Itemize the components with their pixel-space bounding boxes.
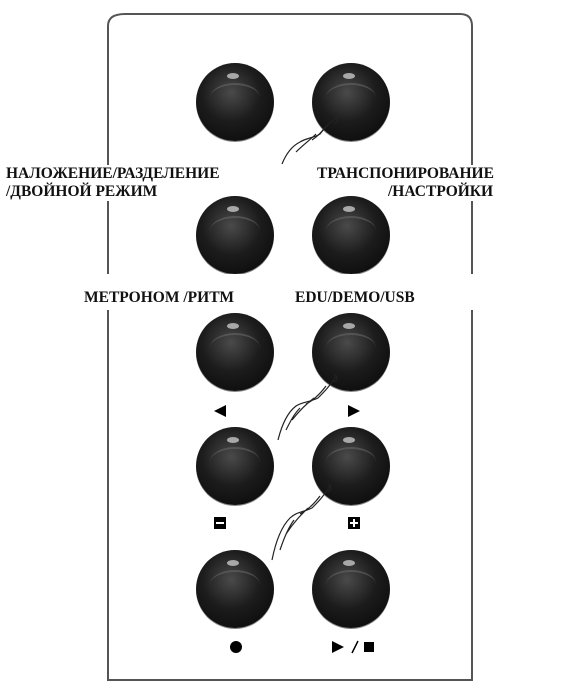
right-arrow-icon [348,405,360,417]
metronome-button[interactable] [196,196,274,274]
minus-button[interactable] [196,427,274,505]
hand-icon [277,373,338,441]
plus-button[interactable] [312,427,390,505]
play-stop-button[interactable] [312,550,390,628]
record-icon [230,641,242,653]
metronome-label: МЕТРОНОМ /РИТМ [82,289,236,307]
layer-split-button[interactable] [196,63,274,141]
edu-demo-button[interactable] [312,196,390,274]
hand-icon [281,115,338,165]
transpose-label-line1: ТРАНСПОНИРОВАНИЕ [315,165,496,183]
left-arrow-icon [214,405,226,417]
minus-icon [214,517,226,529]
layer-split-label-line1: НАЛОЖЕНИЕ/РАЗДЕЛЕНИЕ [4,165,222,183]
edu-demo-label: EDU/DEMO/USB [293,289,417,307]
transpose-label-line2: /НАСТРОЙКИ [386,183,496,201]
right-button[interactable] [312,313,390,391]
layer-split-label-line2: /ДВОЙНОЙ РЕЖИМ [4,183,160,201]
play-stop-icon [332,640,374,654]
plus-icon [348,517,360,529]
left-button[interactable] [196,313,274,391]
hand-icon [271,483,332,561]
record-button[interactable] [196,550,274,628]
